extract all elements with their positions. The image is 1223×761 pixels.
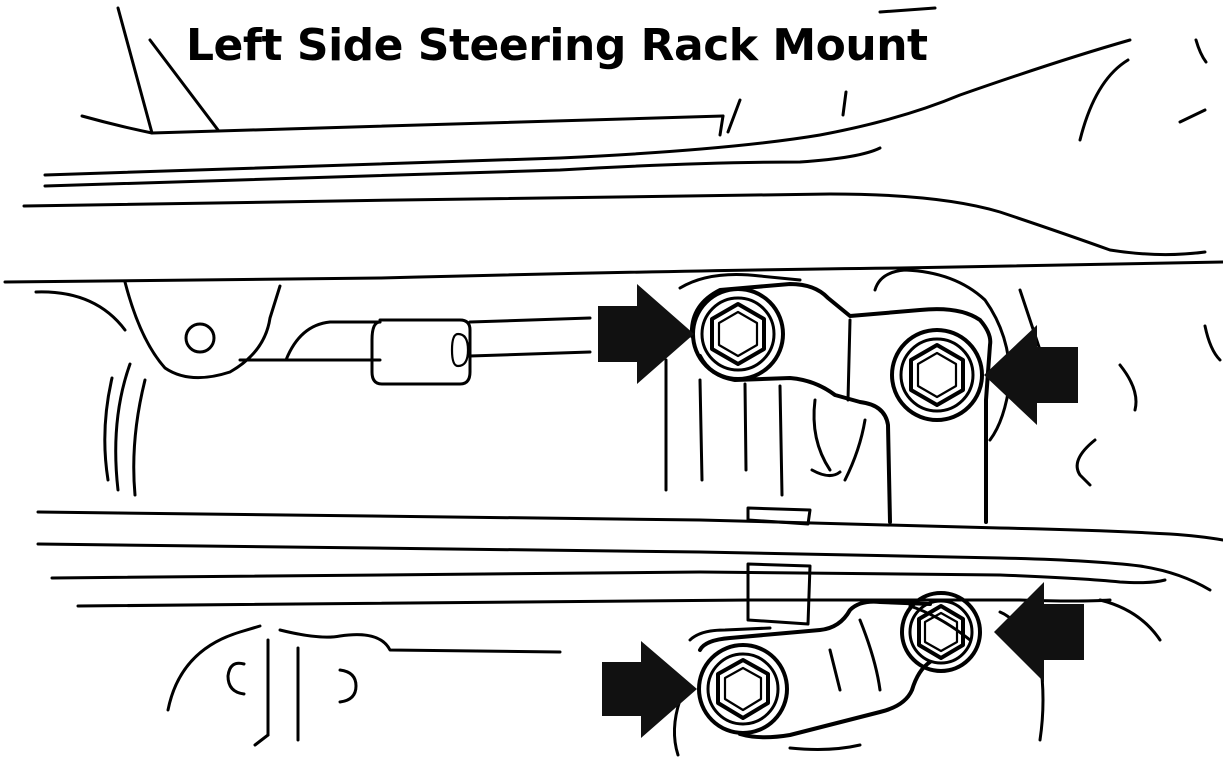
upper-bracket bbox=[664, 273, 993, 524]
upper-right-bolt bbox=[890, 328, 984, 422]
upper-frame bbox=[22, 6, 1208, 257]
crossmember bbox=[3, 260, 1223, 497]
upper-left-bolt bbox=[691, 287, 785, 381]
lower-left-bolt bbox=[697, 643, 789, 735]
lower-rails bbox=[36, 506, 1223, 626]
diagram-title: Left Side Steering Rack Mount bbox=[186, 20, 928, 71]
arrow-upper-left bbox=[598, 284, 694, 384]
lower-right-bolt bbox=[900, 591, 982, 673]
lower-left-mount bbox=[166, 624, 562, 747]
arrow-lower-left bbox=[602, 641, 697, 738]
arrow-upper-right bbox=[984, 325, 1078, 425]
arrow-lower-right bbox=[994, 582, 1084, 682]
